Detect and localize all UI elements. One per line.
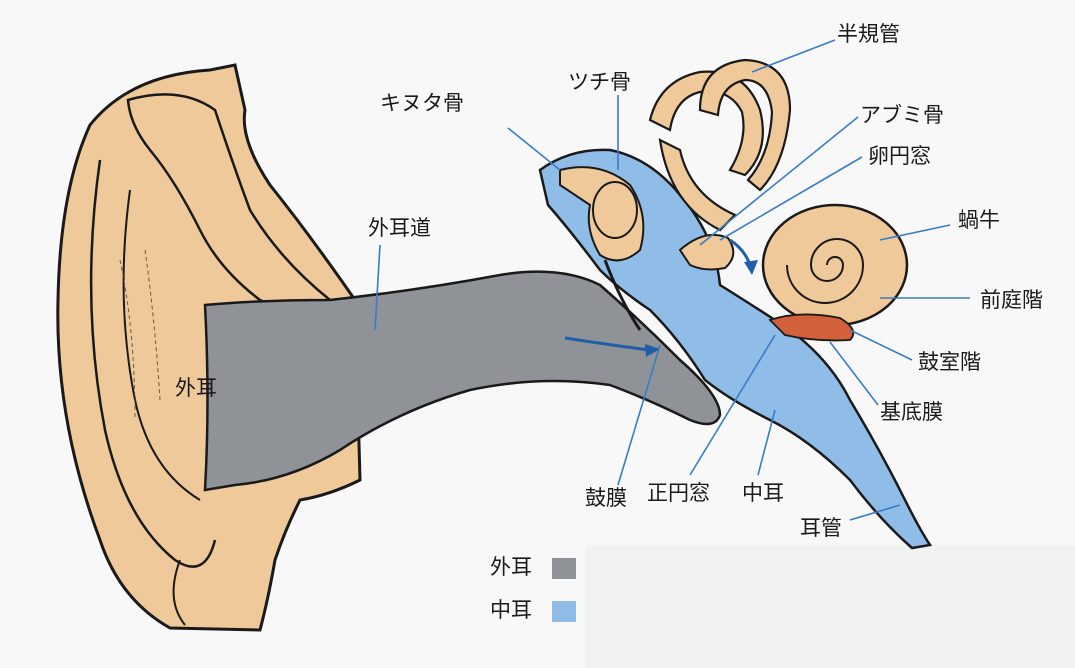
legend-label-outer-ear: 外耳 xyxy=(490,557,532,578)
label-cochlea: 蝸牛 xyxy=(958,210,1000,231)
label-scala-tympani: 鼓室階 xyxy=(918,352,981,373)
label-oval-window: 卵円窓 xyxy=(868,146,931,167)
label-eustachian-tube: 耳管 xyxy=(800,518,842,539)
label-incus: キヌタ骨 xyxy=(380,93,464,114)
label-eardrum: 鼓膜 xyxy=(585,488,627,509)
label-semicircular-canals: 半規管 xyxy=(837,24,900,45)
legend-label-middle-ear: 中耳 xyxy=(490,600,532,621)
label-round-window: 正円窓 xyxy=(647,483,710,504)
label-scala-vestibuli: 前庭階 xyxy=(980,290,1043,311)
legend-swatch-outer-ear xyxy=(552,558,576,579)
label-middle-ear: 中耳 xyxy=(742,483,784,504)
label-basilar-membrane: 基底膜 xyxy=(880,402,943,423)
label-outer-ear: 外耳 xyxy=(175,378,217,399)
label-malleus: ツチ骨 xyxy=(568,72,631,93)
label-stapes: アブミ骨 xyxy=(860,105,944,126)
label-ear-canal: 外耳道 xyxy=(368,218,431,239)
legend-swatch-middle-ear xyxy=(552,601,576,622)
background-panel xyxy=(585,545,1075,668)
